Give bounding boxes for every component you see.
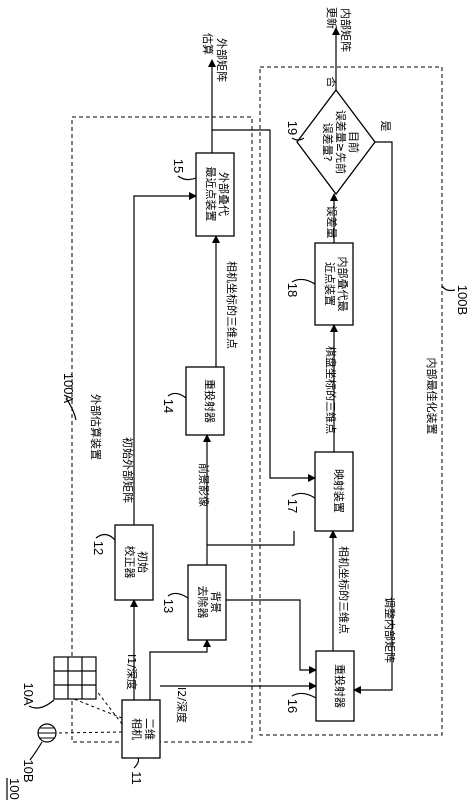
inner-reprojector-box bbox=[315, 650, 355, 722]
ref-16-leader bbox=[291, 692, 317, 699]
inner-icp-label-1: 内部叠代最 bbox=[336, 257, 350, 312]
inner-device-title: 内部最佳化装置 bbox=[425, 358, 439, 435]
cam-3d-outer-label: 相机坐标的三维点 bbox=[225, 261, 239, 349]
outer-reprojector-label: 重投射器 bbox=[203, 379, 217, 423]
cam-3d-inner-label: 相机坐标的三维点 bbox=[337, 546, 351, 634]
ref-12: 12 bbox=[91, 541, 106, 555]
ref-10a-leader bbox=[28, 699, 55, 709]
i1-label: I1/深度 bbox=[125, 654, 139, 690]
ref-17: 17 bbox=[285, 499, 300, 513]
3d-camera-label-1: 二维 bbox=[143, 718, 156, 740]
ref-18-leader bbox=[291, 278, 316, 285]
inner-icp-box bbox=[314, 242, 354, 326]
ref-11: 11 bbox=[129, 771, 144, 785]
3d-camera-label-2: 相机 bbox=[130, 718, 144, 740]
inner-icp-label-2: 近点装置 bbox=[323, 262, 336, 306]
ref-19: 19 bbox=[285, 121, 300, 135]
decision-label-1: 目前 bbox=[347, 131, 361, 153]
outer-estimation-container bbox=[71, 116, 253, 743]
inner-optimization-container bbox=[259, 66, 443, 736]
update-intrinsic-label-1: 更新 bbox=[325, 7, 339, 29]
arrow-foreground-to-inner-reprojector bbox=[226, 599, 317, 674]
arrow-camera-to-bg-remover bbox=[149, 639, 211, 700]
ref-14: 14 bbox=[161, 399, 176, 413]
ref-100b: 100B bbox=[455, 285, 470, 315]
ref-13-leader bbox=[167, 592, 189, 599]
outer-icp-label-1: 外部叠代 bbox=[217, 172, 231, 216]
decision-label-2: 误差量≥先前 bbox=[334, 110, 348, 174]
arrow-calibrator-to-outer-icp bbox=[133, 192, 197, 525]
ref-10b: 10B bbox=[21, 759, 36, 782]
ref-17-leader bbox=[291, 492, 316, 499]
ref-100a: 100A bbox=[61, 373, 76, 404]
ref-14-leader bbox=[167, 392, 187, 399]
view-line-grid-2 bbox=[95, 689, 123, 725]
no-label: 否 bbox=[325, 77, 338, 88]
outer-icp-label-2: 最近点装置 bbox=[204, 167, 217, 222]
calibration-grid-icon bbox=[53, 656, 97, 700]
bg-remover-label-1: 背景 bbox=[209, 591, 223, 613]
view-line-grid-1 bbox=[73, 698, 123, 719]
update-intrinsic-label-2: 内部矩阵 bbox=[339, 8, 353, 52]
board-3d-label: 棋盘坐标的三维点 bbox=[324, 346, 338, 434]
decision-label-3: 误差量? bbox=[321, 123, 335, 162]
ref-10a: 10A bbox=[21, 682, 36, 705]
error-label: 误差量 bbox=[325, 206, 339, 239]
ref-10b-leader bbox=[29, 741, 43, 761]
outer-device-title: 外部估算装置 bbox=[89, 394, 103, 460]
3d-camera-box bbox=[121, 699, 161, 759]
arrow-extrinsic-to-mapper bbox=[212, 129, 316, 482]
ref-16: 16 bbox=[285, 699, 300, 713]
mapper-label: 映射装置 bbox=[332, 469, 346, 513]
figure-label: 100 bbox=[7, 778, 22, 800]
ref-100b-leader bbox=[441, 285, 456, 292]
ref-11-leader bbox=[133, 757, 140, 769]
inner-reprojector-label: 重投射器 bbox=[333, 664, 347, 708]
estimate-extrinsic-label-2: 外部矩阵 bbox=[215, 38, 229, 82]
calibration-ball-icon bbox=[37, 723, 57, 743]
ref-13: 13 bbox=[161, 599, 176, 613]
foreground-label: 前景影像 bbox=[197, 463, 211, 507]
bg-remover-label-2: 去除器 bbox=[196, 586, 210, 619]
estimate-extrinsic-label-1: 估算 bbox=[201, 33, 215, 55]
i2-label: I2/深度 bbox=[175, 687, 189, 723]
arrow-decision-yes-loop bbox=[353, 141, 393, 694]
ref-18: 18 bbox=[285, 283, 300, 297]
ref-100a-leader bbox=[65, 397, 77, 421]
outer-icp-box bbox=[195, 152, 235, 237]
yes-label: 是 bbox=[379, 121, 392, 132]
ref-19-leader bbox=[291, 137, 305, 141]
ref-15-leader bbox=[177, 175, 197, 181]
init-extrinsic-label: 初始外部矩阵 bbox=[121, 437, 135, 503]
calibrator-label-1: 初始 bbox=[136, 551, 150, 573]
outer-reprojector-box bbox=[185, 366, 225, 436]
ref-12-leader bbox=[95, 533, 116, 541]
ref-15: 15 bbox=[171, 159, 186, 173]
calibrator-label-2: 校正器 bbox=[123, 546, 137, 579]
background-remover-box bbox=[187, 564, 227, 641]
view-line-ball bbox=[55, 731, 123, 734]
adjust-intrinsic-label: 调整内部矩阵 bbox=[383, 597, 397, 663]
arrow-foreground-to-mapper-branch bbox=[207, 531, 295, 546]
